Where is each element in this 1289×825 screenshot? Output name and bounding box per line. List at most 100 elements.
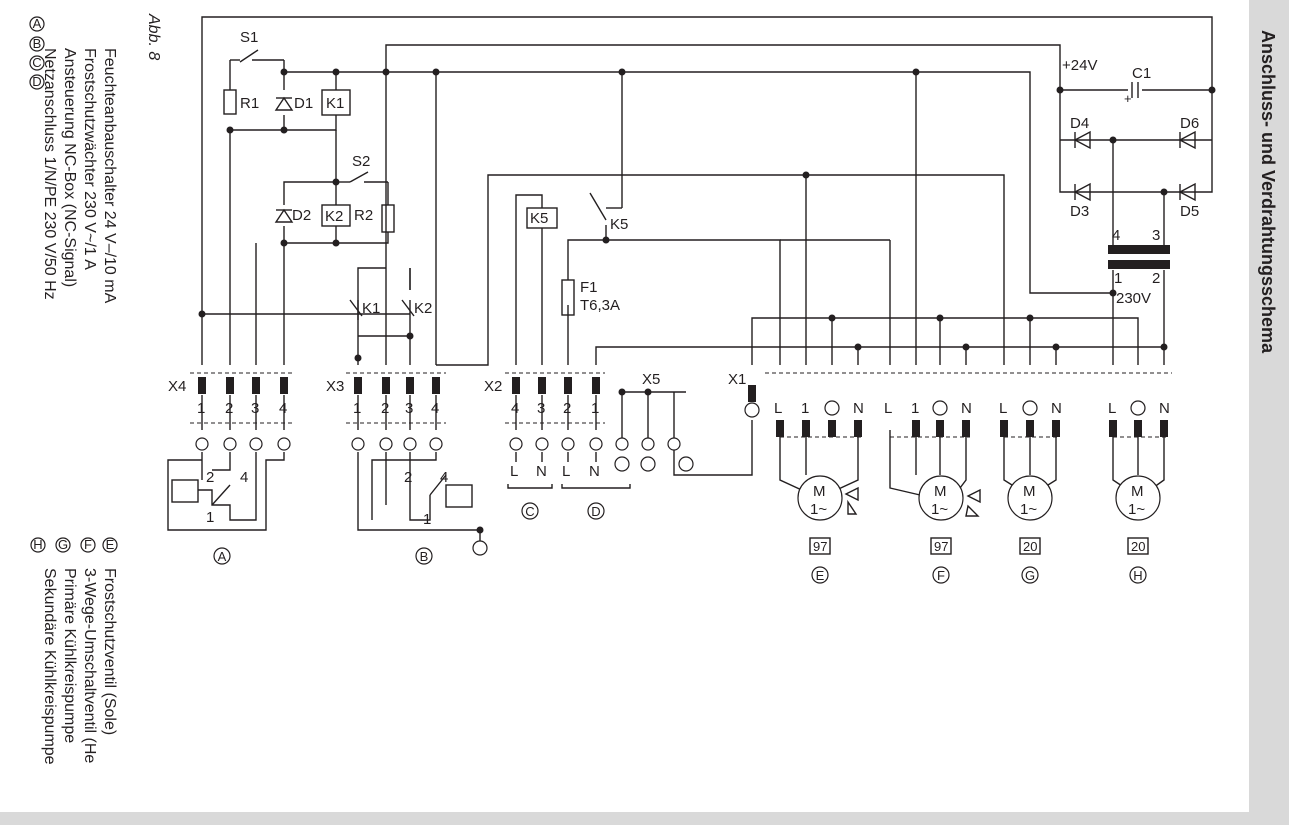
svg-text:B: B	[420, 549, 429, 564]
svg-text:1~: 1~	[810, 501, 827, 518]
svg-text:1: 1	[1114, 270, 1122, 287]
legend-item-e: E Frostschutzventil (Sole)	[101, 537, 118, 735]
svg-text:Ansteuerung NC-Box (NC-Signal): Ansteuerung NC-Box (NC-Signal)	[61, 48, 78, 287]
svg-text:D6: D6	[1180, 115, 1199, 132]
svg-text:1: 1	[423, 511, 431, 528]
svg-text:20: 20	[1023, 539, 1037, 554]
svg-text:H: H	[1133, 568, 1142, 583]
svg-text:N: N	[1159, 400, 1170, 417]
legend-item-d: D Netzanschluss 1/N/PE 230 V/50 Hz	[29, 48, 58, 300]
svg-text:C: C	[32, 55, 41, 70]
svg-text:3: 3	[251, 400, 259, 417]
svg-text:2: 2	[225, 400, 233, 417]
svg-text:L: L	[884, 400, 892, 417]
junction-dots	[198, 68, 1216, 534]
svg-text:2: 2	[206, 469, 214, 486]
legend-item-c: C Ansteuerung NC-Box (NC-Signal)	[29, 48, 78, 287]
svg-text:F1: F1	[580, 279, 598, 296]
svg-text:F: F	[937, 568, 945, 583]
svg-text:4: 4	[511, 400, 519, 417]
svg-text:20: 20	[1131, 539, 1145, 554]
terminal-x4: X4 1 2 3 4	[168, 377, 291, 451]
svg-text:X1: X1	[728, 371, 746, 388]
svg-text:1~: 1~	[1128, 501, 1145, 518]
device-a: 2 4 1 A	[206, 469, 248, 565]
svg-text:97: 97	[813, 539, 827, 554]
svg-text:G: G	[58, 537, 68, 552]
svg-text:S2: S2	[352, 153, 370, 170]
svg-text:E: E	[816, 568, 825, 583]
svg-text:1~: 1~	[931, 501, 948, 518]
svg-text:2: 2	[563, 400, 571, 417]
svg-text:N: N	[1051, 400, 1062, 417]
svg-text:D3: D3	[1070, 203, 1089, 220]
svg-text:N: N	[961, 400, 972, 417]
svg-text:N: N	[536, 463, 547, 480]
legend-left: A Feuchteanbauschalter 24 V–/10 mA B Fro…	[29, 16, 118, 304]
svg-text:M: M	[813, 483, 826, 500]
svg-text:K2: K2	[414, 300, 432, 317]
svg-text:C1: C1	[1132, 65, 1151, 82]
svg-text:1: 1	[591, 400, 599, 417]
svg-text:M: M	[1131, 483, 1144, 500]
svg-text:E: E	[106, 537, 115, 552]
svg-text:Frostschutzwächter 230 V~/1 A: Frostschutzwächter 230 V~/1 A	[81, 48, 98, 270]
svg-text:Sekundäre Kühlkreispumpe: Sekundäre Kühlkreispumpe	[41, 568, 58, 765]
svg-text:X2: X2	[484, 378, 502, 395]
svg-text:D2: D2	[292, 207, 311, 224]
svg-text:Primäre Kühlkreispumpe: Primäre Kühlkreispumpe	[61, 568, 78, 743]
svg-text:B: B	[33, 36, 42, 51]
components: S1 R1 D1 K1 S2 D2 K2 R2 K1 K2 K5 K5 F1 T…	[223, 29, 1199, 317]
svg-text:D1: D1	[294, 95, 313, 112]
legend-item-b: B Frostschutzwächter 230 V~/1 A	[29, 36, 98, 270]
svg-text:K5: K5	[610, 216, 628, 233]
svg-text:D: D	[32, 74, 41, 89]
svg-text:Feuchteanbauschalter 24 V–/10: Feuchteanbauschalter 24 V–/10 mA	[101, 48, 118, 304]
svg-text:4: 4	[440, 469, 448, 486]
terminal-x5: X5	[614, 371, 694, 472]
svg-text:K1: K1	[326, 95, 344, 112]
svg-text:K5: K5	[530, 210, 548, 227]
svg-text:L: L	[1108, 400, 1116, 417]
legend-item-g: G Primäre Kühlkreispumpe	[55, 537, 78, 743]
svg-text:D4: D4	[1070, 115, 1089, 132]
svg-text:F: F	[84, 537, 92, 552]
svg-text:X4: X4	[168, 378, 186, 395]
svg-text:Frostschutzventil (Sole): Frostschutzventil (Sole)	[101, 568, 118, 735]
device-c-d: L N L N C D	[507, 463, 631, 520]
svg-text:1: 1	[801, 400, 809, 417]
svg-text:S1: S1	[240, 29, 258, 46]
svg-text:1~: 1~	[1020, 501, 1037, 518]
svg-text:M: M	[934, 483, 947, 500]
svg-text:L: L	[999, 400, 1007, 417]
svg-text:97: 97	[934, 539, 948, 554]
figure-label: Abb. 8	[145, 13, 162, 60]
svg-text:G: G	[1025, 568, 1035, 583]
legend-item-a: A Feuchteanbauschalter 24 V–/10 mA	[29, 16, 118, 304]
svg-text:+: +	[1124, 91, 1132, 106]
svg-text:4: 4	[240, 469, 248, 486]
svg-text:M: M	[1023, 483, 1036, 500]
svg-text:D: D	[591, 504, 600, 519]
svg-text:A: A	[218, 549, 227, 564]
legend-item-f: F 3-Wege-Umschaltventil (He	[80, 537, 98, 763]
svg-text:1: 1	[911, 400, 919, 417]
svg-text:1: 1	[197, 400, 205, 417]
svg-text:L: L	[774, 400, 782, 417]
bottom-band	[0, 812, 1289, 825]
svg-text:X3: X3	[326, 378, 344, 395]
svg-text:4: 4	[431, 400, 439, 417]
svg-text:230V: 230V	[1116, 290, 1151, 307]
terminal-x2: X2 4 3 2 1	[484, 377, 603, 451]
svg-text:L: L	[510, 463, 518, 480]
svg-text:+24V: +24V	[1062, 57, 1097, 74]
svg-text:3-Wege-Umschaltventil (He: 3-Wege-Umschaltventil (He	[81, 568, 98, 763]
svg-text:X5: X5	[642, 371, 660, 388]
svg-text:Netzanschluss 1/N/PE 230 V/50: Netzanschluss 1/N/PE 230 V/50 Hz	[41, 48, 58, 300]
svg-text:R1: R1	[240, 95, 259, 112]
svg-text:K1: K1	[362, 300, 380, 317]
terminal-x1: X1 L 1 N L 1 N L N L N	[728, 371, 1170, 437]
svg-text:A: A	[33, 16, 42, 31]
svg-text:R2: R2	[354, 207, 373, 224]
